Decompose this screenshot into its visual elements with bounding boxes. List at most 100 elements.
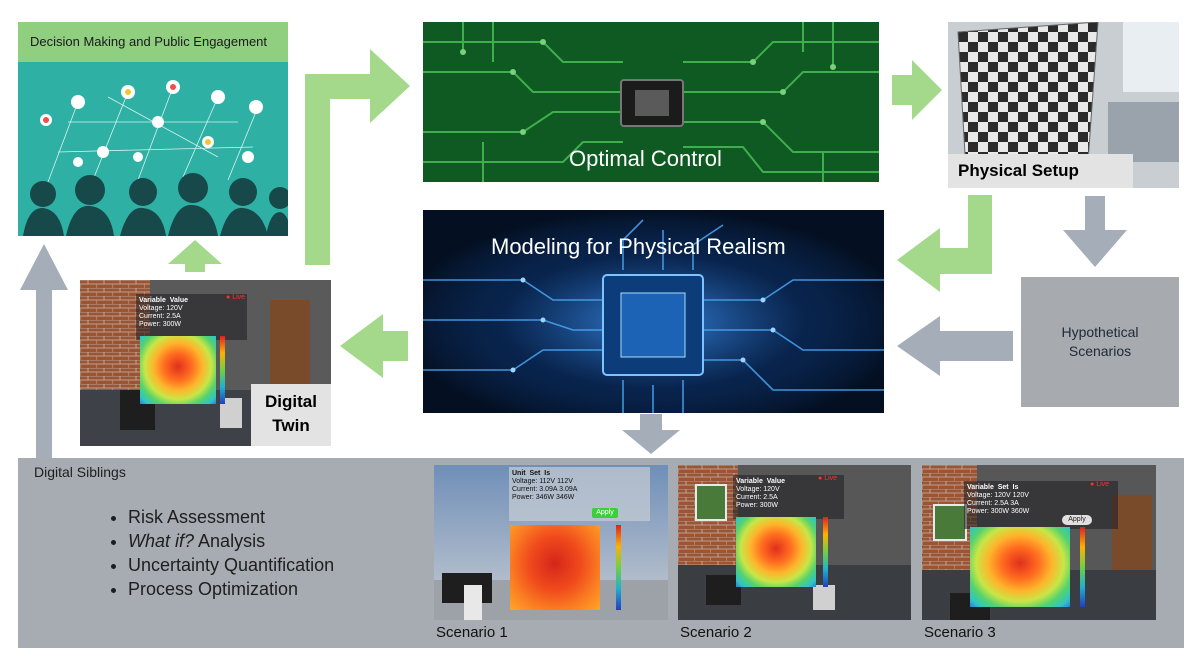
s2-hud-cell: 120V	[763, 486, 780, 493]
s2-hud-col: Value	[766, 478, 786, 485]
s1-hud-cell: 3.09A	[559, 486, 578, 493]
s3-hud-cell: 360W	[1011, 508, 1030, 515]
blue-chip-image	[423, 210, 884, 413]
s1-hud-cell: Voltage:	[512, 478, 538, 485]
scenario-3-hud: Variable Set Is Voltage: 120V 120V Curre…	[964, 481, 1118, 529]
scenario-3-live-label: Live	[1096, 481, 1110, 488]
s3-hud-cell: Power:	[967, 508, 989, 515]
arrow-modeling-to-twin	[340, 314, 408, 378]
arrow-setup-to-modeling	[897, 195, 992, 292]
twin-hud-row-label: Current:	[139, 313, 165, 320]
twin-hud-row-value: 2.5A	[166, 313, 181, 320]
s1-hud-cell: 112V	[539, 478, 556, 485]
s3-hud-cell: 2.5A	[994, 500, 1009, 507]
public-engagement-illustration	[18, 62, 288, 236]
optimal-control-panel: Optimal Control	[423, 22, 879, 182]
scenario-2-caption: Scenario 2	[680, 624, 752, 641]
twin-hud-col2: Value	[169, 297, 189, 304]
twin-hud-col1: Variable	[139, 297, 166, 304]
hypothetical-line-2: Scenarios	[1068, 343, 1132, 359]
s3-hud-col: Variable	[967, 484, 994, 491]
arrow-twin-to-control	[305, 49, 410, 265]
twin-hud: Variable Value Voltage: 120V Current: 2.…	[136, 294, 247, 340]
scenario-3-apply-button[interactable]: Apply	[1062, 515, 1092, 525]
decision-panel: Decision Making and Public Engagement	[18, 22, 288, 236]
scenario-1-caption: Scenario 1	[436, 624, 508, 641]
bullet-em: What if?	[128, 531, 195, 551]
s1-hud-cell: 346W	[556, 494, 575, 501]
s1-hud-col: Is	[544, 470, 551, 477]
scenario-3-heatmap	[970, 527, 1070, 607]
scenario-2-live-indicator: ● Live	[818, 475, 838, 482]
circuit-board-image	[423, 22, 879, 182]
arrow-siblings-to-decision	[20, 244, 68, 458]
digital-twin-line-1: Digital	[265, 392, 317, 411]
arrow-setup-to-hypothetical	[1063, 196, 1127, 267]
scenario-3-colorbar	[1080, 527, 1085, 607]
bullet-text: Risk Assessment	[128, 507, 266, 527]
hypothetical-scenarios-box: Hypothetical Scenarios	[1021, 277, 1179, 407]
s1-hud-col: Set	[529, 470, 541, 477]
s3-hud-cell: Current:	[967, 500, 993, 507]
scenario-1-apply-button[interactable]: Apply	[592, 508, 618, 518]
scenario-1-view: Unit Set Is Voltage: 112V 112V Current: …	[434, 465, 668, 620]
digital-twin-panel: Variable Value Voltage: 120V Current: 2.…	[80, 280, 331, 446]
digital-siblings-title: Digital Siblings	[34, 464, 126, 480]
scenario-2-heatmap	[736, 517, 816, 587]
s2-hud-col: Variable	[736, 478, 763, 485]
s1-hud-cell: 346W	[535, 494, 555, 501]
bullet-item: What if? Analysis	[128, 529, 334, 553]
physical-setup-label: Physical Setup	[948, 154, 1133, 188]
hypothetical-line-1: Hypothetical	[1061, 324, 1139, 340]
bullet-text: Analysis	[194, 531, 266, 551]
bullet-text: Uncertainty Quantification	[128, 555, 335, 575]
scenario-2-colorbar	[823, 517, 828, 587]
s3-hud-cell: 120V	[994, 492, 1011, 499]
bullet-item: Risk Assessment	[128, 505, 334, 529]
s2-hud-cell: 2.5A	[763, 494, 778, 501]
optimal-control-label: Optimal Control	[569, 146, 722, 171]
arrow-twin-to-decision	[168, 240, 222, 272]
siblings-bullet-list: Risk Assessment What if? Analysis Uncert…	[108, 505, 334, 601]
s3-hud-cell: Voltage:	[967, 492, 993, 499]
twin-hud-row-label: Voltage:	[139, 305, 165, 312]
bullet-item: Process Optimization	[128, 577, 334, 601]
twin-live-indicator: ● Live	[226, 294, 246, 301]
s1-hud-cell: Current:	[512, 486, 538, 493]
s3-hud-cell: 3A	[1010, 500, 1019, 507]
arrow-modeling-to-siblings	[622, 414, 680, 454]
arrow-control-to-setup	[892, 60, 942, 120]
scenario-2-hud: Variable Value Voltage: 120V Current: 2.…	[733, 475, 844, 519]
modeling-panel: Modeling for Physical Realism	[423, 210, 884, 413]
s3-hud-cell: 120V	[1012, 492, 1029, 499]
twin-live-label: Live	[232, 294, 246, 301]
s1-hud-col: Unit	[512, 470, 526, 477]
s1-hud-cell: Power:	[512, 494, 534, 501]
twin-hud-row-label: Power:	[139, 321, 161, 328]
s1-hud-cell: 112V	[557, 478, 573, 485]
twin-heatmap	[140, 336, 216, 404]
s2-hud-cell: Voltage:	[736, 486, 762, 493]
digital-twin-line-2: Twin	[272, 416, 310, 435]
scenario-1-heatmap	[510, 525, 600, 610]
scenario-1-hud: Unit Set Is Voltage: 112V 112V Current: …	[509, 467, 650, 521]
bullet-item: Uncertainty Quantification	[128, 553, 334, 577]
physical-setup-panel: Physical Setup	[948, 22, 1179, 188]
scenario-3-view: Variable Set Is Voltage: 120V 120V Curre…	[922, 465, 1156, 620]
scenario-2-live-label: Live	[824, 475, 838, 482]
s2-hud-cell: Current:	[736, 494, 762, 501]
digital-siblings-band: Digital Siblings Risk Assessment What if…	[18, 458, 1184, 648]
s3-hud-col: Is	[1012, 484, 1019, 491]
s1-hud-cell: 3.09A	[539, 486, 558, 493]
modeling-label: Modeling for Physical Realism	[491, 234, 786, 259]
scenario-1-colorbar	[616, 525, 621, 610]
digital-twin-label: Digital Twin	[251, 384, 331, 446]
arrow-hypothetical-to-modeling	[897, 316, 1013, 376]
s2-hud-cell: 300W	[759, 502, 779, 509]
s2-hud-cell: Power:	[736, 502, 758, 509]
s3-hud-col: Set	[997, 484, 1009, 491]
scenario-3-live-indicator: ● Live	[1090, 481, 1110, 488]
decision-panel-title: Decision Making and Public Engagement	[18, 22, 288, 62]
twin-colorbar	[220, 336, 225, 404]
